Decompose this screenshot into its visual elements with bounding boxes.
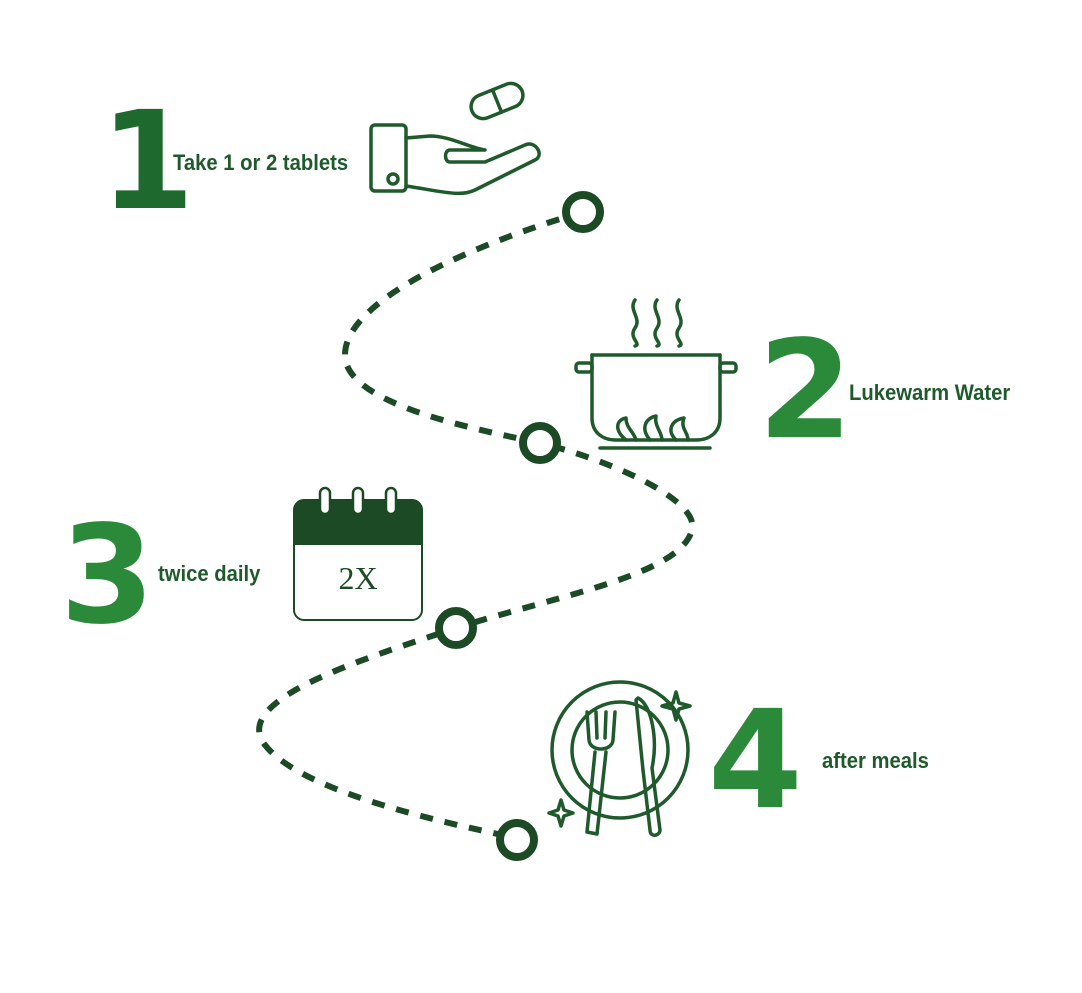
- step-4-label: after meals: [822, 748, 929, 773]
- step-4-number: 4: [708, 682, 803, 840]
- steaming-pot-icon: [574, 298, 738, 450]
- route-node-3: [435, 607, 477, 649]
- step-2-label: Lukewarm Water: [849, 380, 1011, 405]
- dashed-route: [256, 209, 696, 841]
- route-node-2: [519, 422, 561, 464]
- step-3-label: twice daily: [158, 561, 261, 586]
- step-3-number: 3: [60, 497, 155, 655]
- route-node-4: [496, 819, 538, 861]
- step-1-label: Take 1 or 2 tablets: [173, 150, 349, 175]
- calendar-icon: [293, 486, 423, 621]
- step-1-number: 1: [100, 83, 195, 241]
- plate-fork-knife-icon: [547, 680, 692, 837]
- hand-with-pill-icon: [369, 81, 541, 196]
- calendar-text: 2X: [338, 560, 377, 596]
- route-node-1: [562, 191, 604, 233]
- step-2-number: 2: [758, 312, 853, 470]
